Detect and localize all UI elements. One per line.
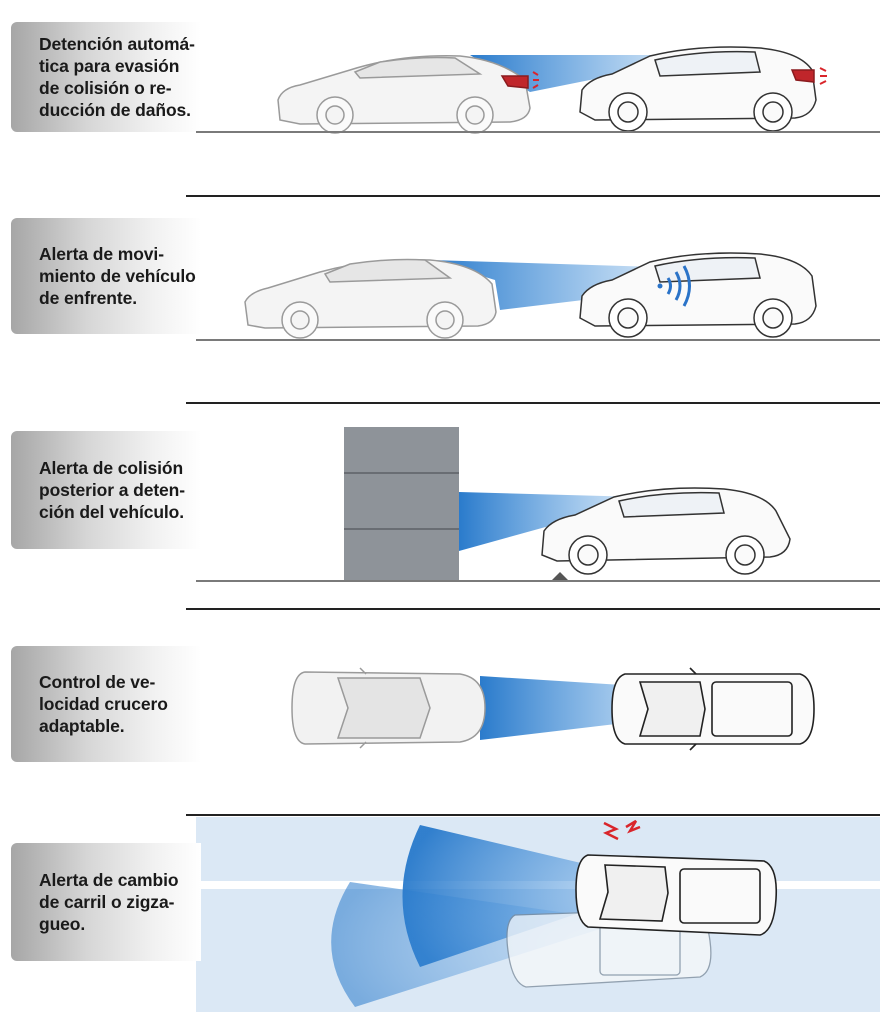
alert-sound-icon bbox=[819, 67, 827, 85]
feature-label: Detención automá- tica para evasión de c… bbox=[39, 34, 195, 120]
section-divider bbox=[186, 195, 880, 197]
feature-label: Alerta de movi- miento de vehículo de en… bbox=[39, 244, 196, 308]
feature-panel-1: Detención automá- tica para evasión de c… bbox=[0, 0, 896, 200]
feature-panel-2: Alerta de movi- miento de vehículo de en… bbox=[0, 200, 896, 405]
sensor-waves-icon bbox=[657, 265, 691, 307]
road-line bbox=[196, 131, 880, 133]
section-divider bbox=[186, 608, 880, 610]
lead-vehicle-departure-illustration bbox=[244, 252, 817, 339]
suv-top-icon bbox=[575, 854, 778, 936]
road-line bbox=[196, 339, 880, 341]
feature-label-box: Alerta de movi- miento de vehículo de en… bbox=[11, 218, 201, 334]
feature-label-box: Control de ve- locidad crucero adaptable… bbox=[11, 646, 201, 762]
alert-sound-icon bbox=[532, 71, 539, 89]
feature-panel-4: Control de ve- locidad crucero adaptable… bbox=[0, 612, 896, 817]
wall-obstacle bbox=[344, 427, 459, 580]
rear-collision-alert-illustration bbox=[344, 427, 791, 580]
suv-top-icon bbox=[611, 667, 815, 751]
collision-braking-illustration bbox=[277, 46, 827, 134]
feature-panel-5: Alerta de cambio de carril o zigza- gueo… bbox=[0, 817, 896, 1024]
road-line bbox=[196, 580, 880, 582]
feature-label: Alerta de colisión posterior a deten- ci… bbox=[39, 458, 186, 522]
feature-label-box: Alerta de colisión posterior a deten- ci… bbox=[11, 431, 201, 549]
lane-departure-illustration bbox=[331, 819, 778, 1007]
sensor-fan bbox=[331, 882, 600, 1007]
feature-label: Alerta de cambio de carril o zigza- gueo… bbox=[39, 870, 179, 934]
feature-label-box: Alerta de cambio de carril o zigza- gueo… bbox=[11, 843, 201, 961]
car-side-icon bbox=[277, 55, 531, 134]
wheel-chock bbox=[552, 572, 568, 580]
car-side-icon bbox=[244, 258, 497, 339]
feature-panel-3: Alerta de colisión posterior a deten- ci… bbox=[0, 405, 896, 612]
feature-label-box: Detención automá- tica para evasión de c… bbox=[11, 22, 201, 132]
adaptive-cruise-illustration bbox=[291, 667, 815, 751]
section-divider bbox=[186, 402, 880, 404]
suv-side-icon bbox=[579, 46, 817, 132]
feature-label: Control de ve- locidad crucero adaptable… bbox=[39, 672, 168, 736]
sensor-beam bbox=[430, 260, 690, 310]
suv-side-icon bbox=[541, 487, 791, 575]
alert-sound-icon bbox=[602, 819, 641, 841]
suv-side-icon bbox=[579, 252, 817, 338]
car-top-icon bbox=[291, 667, 486, 749]
section-divider bbox=[186, 814, 880, 816]
